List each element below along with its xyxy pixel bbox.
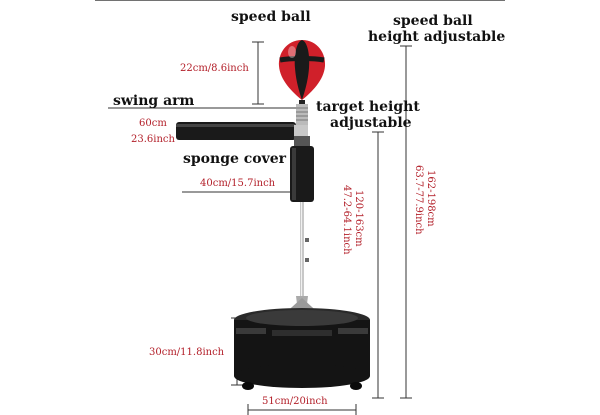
arm-length-inch: 23.6inch — [131, 134, 175, 145]
base-width-dimension: 51cm/20inch — [262, 396, 328, 407]
swing-arm — [176, 122, 308, 140]
arm-joint — [294, 136, 310, 146]
weighted-base — [234, 308, 370, 390]
total-height-dimension-line — [400, 45, 412, 399]
sponge-length-dimension: 40cm/15.7inch — [200, 178, 276, 189]
speed-ball-height-label-line1: speed ball — [393, 13, 473, 29]
speed-ball — [278, 40, 326, 104]
sponge-cover-label: sponge cover — [183, 151, 287, 167]
spring-connector — [296, 104, 308, 126]
target-height-cm: 120-163cm — [353, 190, 364, 247]
target-height-inch: 47.2-64.1inch — [341, 185, 352, 255]
speed-ball-height-label-line2: height adjustable — [368, 29, 506, 45]
ball-size-dimension: 22cm/8.6inch — [180, 63, 249, 74]
ball-size-dimension-line — [252, 41, 264, 105]
target-height-label-line1: target height — [316, 99, 420, 115]
arm-length-cm: 60cm — [139, 118, 167, 129]
total-height-inch: 63.7-77.9inch — [413, 165, 424, 235]
target-height-label-line2: adjustable — [330, 115, 412, 131]
sponge-cover — [290, 146, 314, 202]
base-width-dimension-line — [247, 404, 357, 415]
base-height-dimension: 30cm/11.8inch — [149, 347, 225, 358]
swing-arm-label: swing arm — [113, 93, 195, 109]
pole — [300, 202, 309, 314]
speed-ball-label: speed ball — [231, 9, 311, 25]
target-height-dimension-line — [372, 131, 384, 399]
total-height-cm: 162-198cm — [425, 170, 436, 227]
